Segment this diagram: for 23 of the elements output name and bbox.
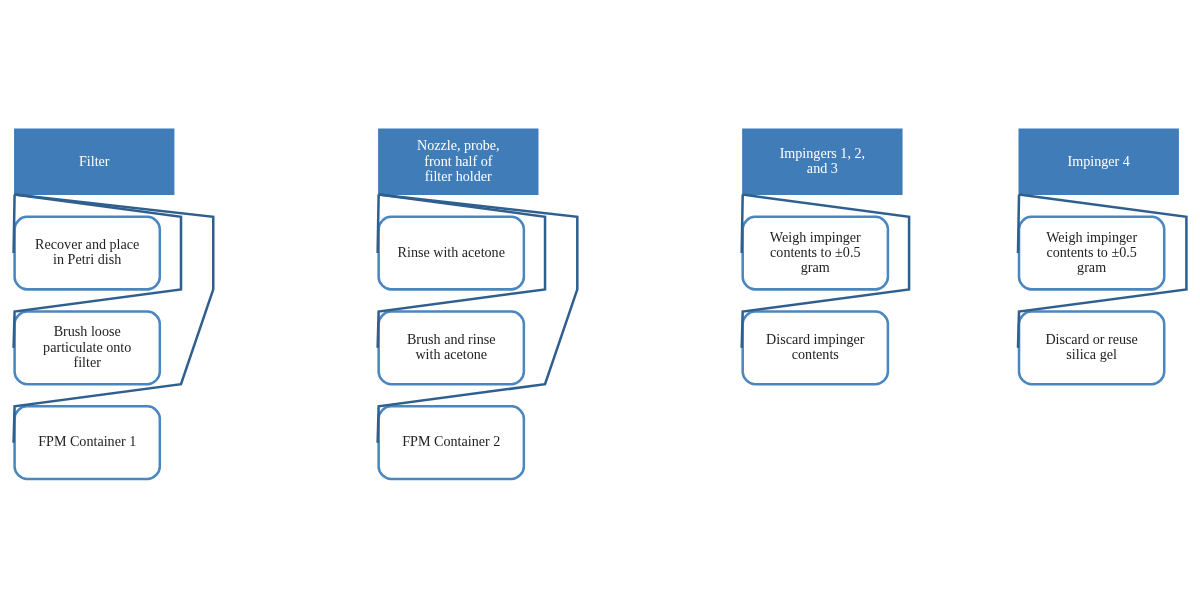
node-box: Filter xyxy=(14,128,175,195)
node-box: Rinse with acetone xyxy=(377,215,526,291)
node-box: Recover and place in Petri dish xyxy=(13,215,162,291)
connector xyxy=(740,192,911,348)
node-box: Weigh impinger contents to ±0.5 gram xyxy=(1017,215,1166,291)
connector xyxy=(376,192,579,443)
node-box: Brush loose particulate onto filter xyxy=(13,309,162,385)
connector xyxy=(376,192,547,348)
node-box: Impinger 4 xyxy=(1018,128,1179,195)
node-box: Weigh impinger contents to ±0.5 gram xyxy=(741,215,890,291)
connector xyxy=(740,194,744,253)
connector xyxy=(376,194,380,253)
connector xyxy=(12,194,16,253)
connector xyxy=(12,192,183,348)
node-box: Discard or reuse silica gel xyxy=(1017,309,1166,385)
node-box: Brush and rinse with acetone xyxy=(377,309,526,385)
node-box: Impingers 1, 2, and 3 xyxy=(742,128,903,195)
node-box: FPM Container 2 xyxy=(377,404,526,480)
connector xyxy=(12,192,215,443)
node-box: FPM Container 1 xyxy=(13,404,162,480)
node-box: Nozzle, probe, front half of filter holder xyxy=(378,128,539,195)
connector xyxy=(1016,194,1021,253)
node-box: Discard impinger contents xyxy=(741,309,890,385)
